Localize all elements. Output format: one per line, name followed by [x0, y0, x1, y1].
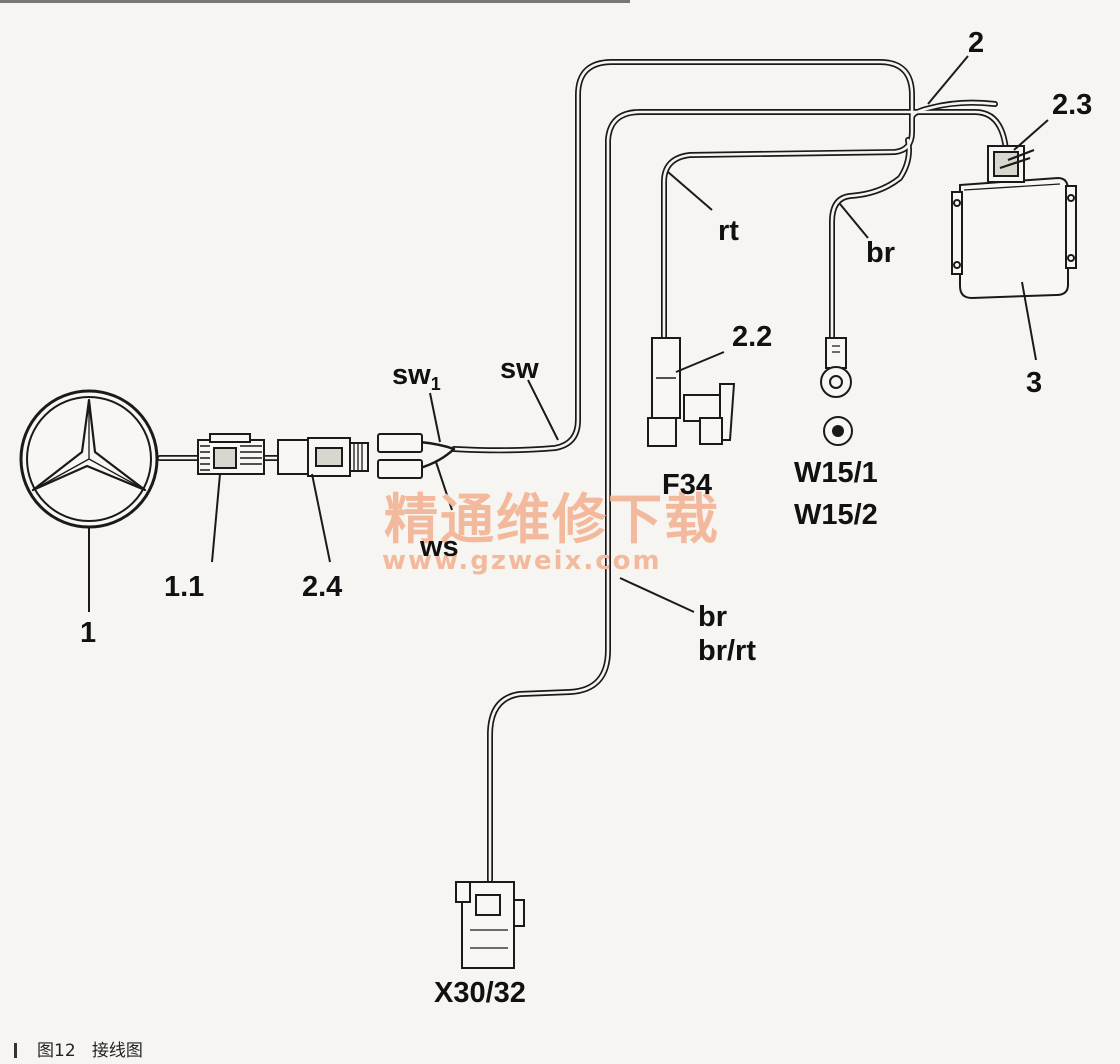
label-sw1: sw1: [392, 359, 441, 394]
leader-lines: [88, 55, 1049, 613]
label-br-top: br: [866, 237, 895, 269]
caption-figure-number: 图12: [37, 1041, 76, 1061]
label-1: 1: [80, 617, 96, 649]
wiring-diagram: 精通维修下载 www.gzweix.com 1 1.1 2.4 2 2.3 2.…: [19, 27, 1092, 1009]
connector-x30-32-icon: [455, 881, 525, 969]
label-br-rt: br/rt: [698, 635, 756, 667]
connector-1-1-icon: [197, 433, 265, 475]
figure-caption: 图12 接线图: [14, 1036, 143, 1061]
label-f34: F34: [662, 469, 712, 501]
label-w15-1: W15/1: [794, 457, 878, 489]
caption-title: 接线图: [91, 1041, 143, 1061]
cable-harness: [157, 59, 1009, 883]
label-2-4: 2.4: [302, 571, 342, 603]
label-2-3: 2.3: [1052, 89, 1092, 121]
star-emblem-icon: [19, 389, 159, 529]
connector-2-4-icon: [277, 437, 369, 477]
ground-point-w15-2-icon: [823, 416, 853, 446]
label-1-1: 1.1: [164, 571, 204, 603]
component-labels: 1 1.1 2.4 2 2.3 2.2 3 rt br sw sw1 ws F3…: [80, 27, 1092, 1009]
label-br: br: [698, 601, 727, 633]
label-2: 2: [968, 27, 984, 59]
connector-2-3-icon: [987, 145, 1035, 183]
label-2-2: 2.2: [732, 321, 772, 353]
label-w15-2: W15/2: [794, 499, 878, 531]
watermark-chinese: 精通维修下载: [384, 488, 720, 551]
caption-bar: [14, 1043, 17, 1058]
watermark-url: www.gzweix.com: [382, 546, 662, 576]
top-rule: [0, 0, 630, 3]
label-x30-32: X30/32: [434, 977, 526, 1009]
plug-pair-icon: [377, 433, 423, 479]
ring-terminal-w15-1-icon: [820, 337, 852, 398]
label-rt: rt: [718, 215, 739, 247]
label-ws: ws: [419, 531, 459, 563]
control-unit-3-icon: [951, 176, 1077, 300]
label-sw: sw: [500, 353, 539, 385]
fuse-holder-f34-icon: [647, 337, 736, 447]
label-3: 3: [1026, 367, 1042, 399]
